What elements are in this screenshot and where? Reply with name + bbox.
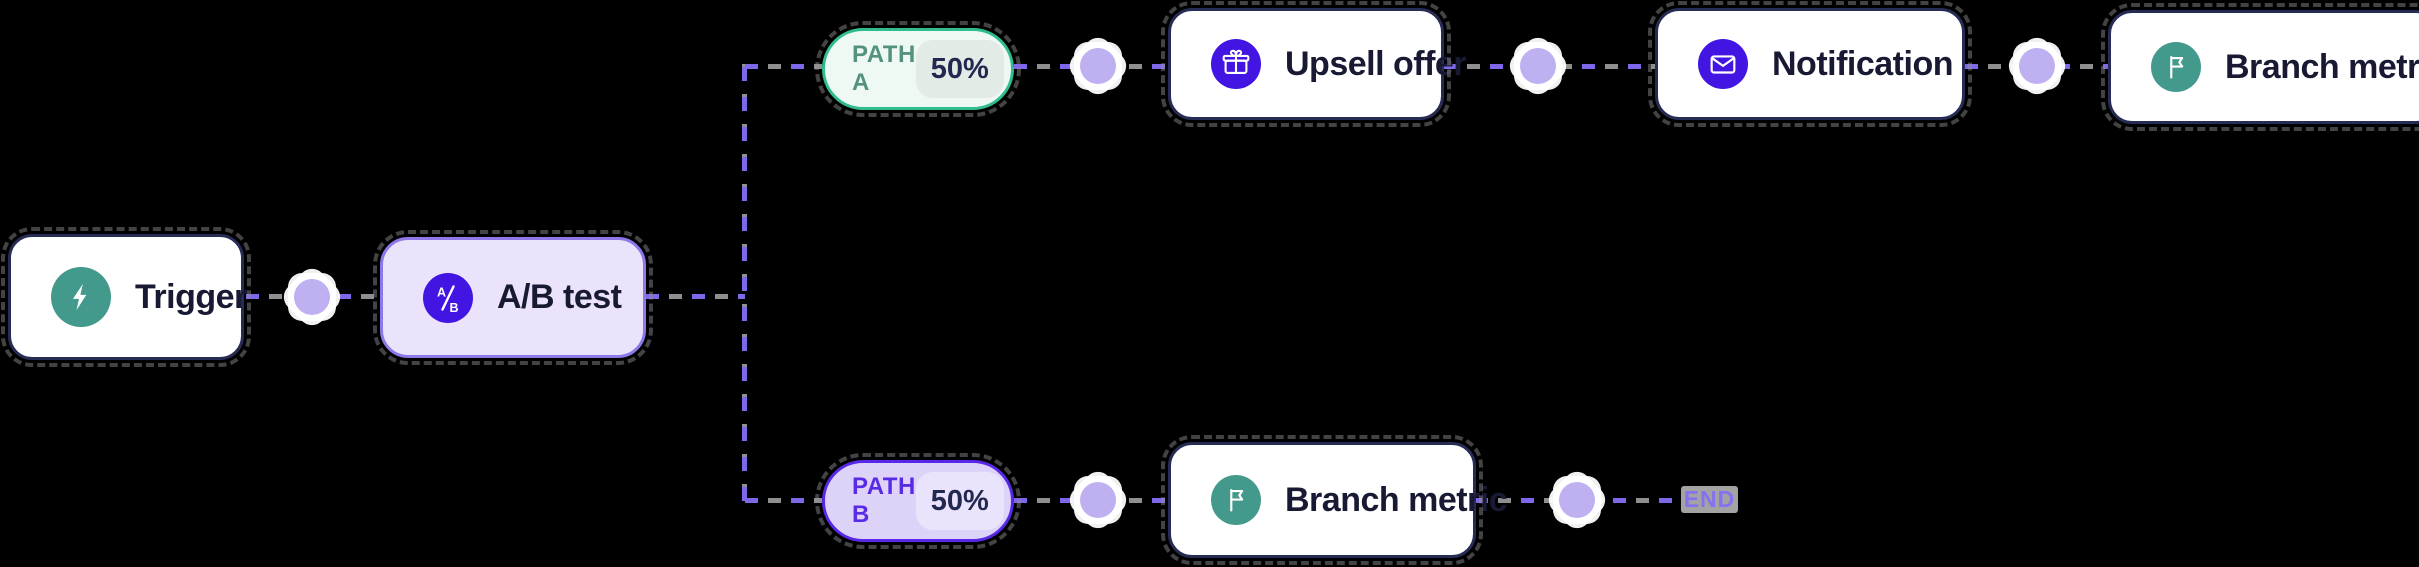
node-label: A/B test: [497, 278, 622, 316]
svg-text:B: B: [450, 301, 459, 315]
node-ab-test[interactable]: A B A/B test: [373, 230, 653, 365]
node-label: Trigger: [135, 277, 247, 316]
ab-split-icon: A B: [423, 272, 473, 323]
connector-dot-core: [2019, 48, 2055, 84]
flag-icon: [1211, 475, 1261, 525]
connector-dot-core: [1559, 482, 1595, 518]
node-upsell-offer[interactable]: Upsell offer: [1161, 1, 1467, 127]
connector-branch-patha: [745, 64, 822, 69]
svg-text:A: A: [437, 285, 446, 299]
connector-dot-core: [1520, 48, 1556, 84]
node-label: Notification: [1772, 44, 1953, 83]
path-a-badge[interactable]: PATH A 50%: [815, 21, 1021, 117]
gift-icon: [1211, 39, 1261, 89]
path-b-badge[interactable]: PATH B 50%: [815, 453, 1021, 549]
connector-dot[interactable]: [1504, 32, 1572, 100]
node-branch-metric-top[interactable]: Branch metric: [2101, 3, 2419, 131]
path-a-split-chip: 50%: [915, 40, 1004, 98]
connector-dot-core: [1080, 48, 1116, 84]
connector-dot[interactable]: [278, 263, 346, 331]
node-label: Branch metric: [1285, 480, 1508, 519]
connector-dot[interactable]: [1543, 466, 1611, 534]
flag-icon: [2151, 42, 2201, 92]
node-label: Branch metric: [2225, 47, 2419, 86]
node-label: Upsell offer: [1285, 44, 1467, 83]
lightning-icon: [51, 267, 111, 327]
node-trigger[interactable]: Trigger: [1, 227, 251, 367]
end-label: END: [1681, 486, 1738, 513]
connector-abtest-branch: [646, 294, 745, 299]
path-a-label: PATH A: [852, 41, 916, 96]
envelope-icon: [1698, 39, 1748, 89]
connector-dot-core: [1080, 482, 1116, 518]
path-b-label: PATH B: [852, 473, 916, 528]
branch-trunk-line: [742, 64, 747, 505]
connector-dot[interactable]: [1064, 466, 1132, 534]
connector-dot[interactable]: [1064, 32, 1132, 100]
path-b-split-chip: 50%: [915, 472, 1004, 530]
node-notification[interactable]: Notification: [1648, 1, 1972, 127]
connector-branch-pathb: [745, 498, 822, 503]
node-branch-metric-bottom[interactable]: Branch metric: [1161, 435, 1508, 565]
connector-dot[interactable]: [2003, 32, 2071, 100]
connector-dot-core: [294, 279, 330, 315]
